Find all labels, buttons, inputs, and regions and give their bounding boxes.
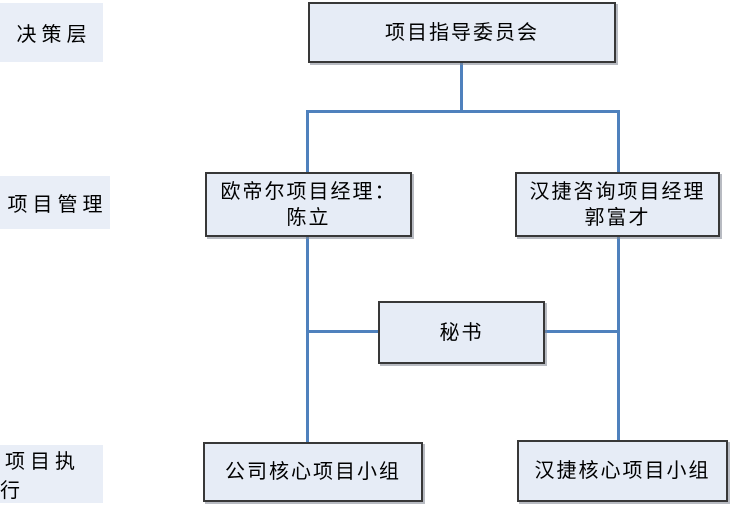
node-steering-committee: 项目指导委员会 <box>308 2 616 63</box>
node-secretary: 秘书 <box>378 301 545 364</box>
connector-manager-right-to-team <box>617 235 620 441</box>
node-manager-left-name: 陈立 <box>286 206 331 229</box>
connector-left-branch-down <box>306 110 309 173</box>
node-team-right-label: 汉捷核心项目小组 <box>534 460 711 482</box>
connector-branch-horizontal <box>306 110 620 113</box>
node-manager-left-title: 欧帝尔项目经理： <box>220 180 397 203</box>
row-label-project-execution-text: 项目执行 <box>0 451 80 502</box>
row-label-project-execution: 项目执行 <box>0 445 103 503</box>
node-secretary-label: 秘书 <box>439 321 484 344</box>
row-label-project-management: 项目管理 <box>0 176 110 229</box>
row-label-project-management-text: 项目管理 <box>7 194 108 216</box>
connector-secretary-right <box>544 330 620 333</box>
node-team-left-label: 公司核心项目小组 <box>225 461 401 483</box>
row-label-decision-layer: 决策层 <box>0 3 103 62</box>
node-team-left: 公司核心项目小组 <box>203 442 423 502</box>
connector-right-branch-down <box>617 110 620 173</box>
node-manager-right-name: 郭富才 <box>584 206 651 229</box>
node-team-right: 汉捷核心项目小组 <box>517 440 728 502</box>
connector-manager-left-to-team <box>306 235 309 443</box>
row-label-decision-layer-text: 决策层 <box>16 24 92 46</box>
node-manager-right-title: 汉捷咨询项目经理 <box>529 180 706 203</box>
node-steering-committee-label: 项目指导委员会 <box>385 21 539 44</box>
connector-secretary-left <box>307 330 379 333</box>
node-manager-right: 汉捷咨询项目经理 郭富才 <box>515 172 720 237</box>
node-manager-left: 欧帝尔项目经理： 陈立 <box>205 172 412 237</box>
connector-steering-down <box>460 62 463 112</box>
